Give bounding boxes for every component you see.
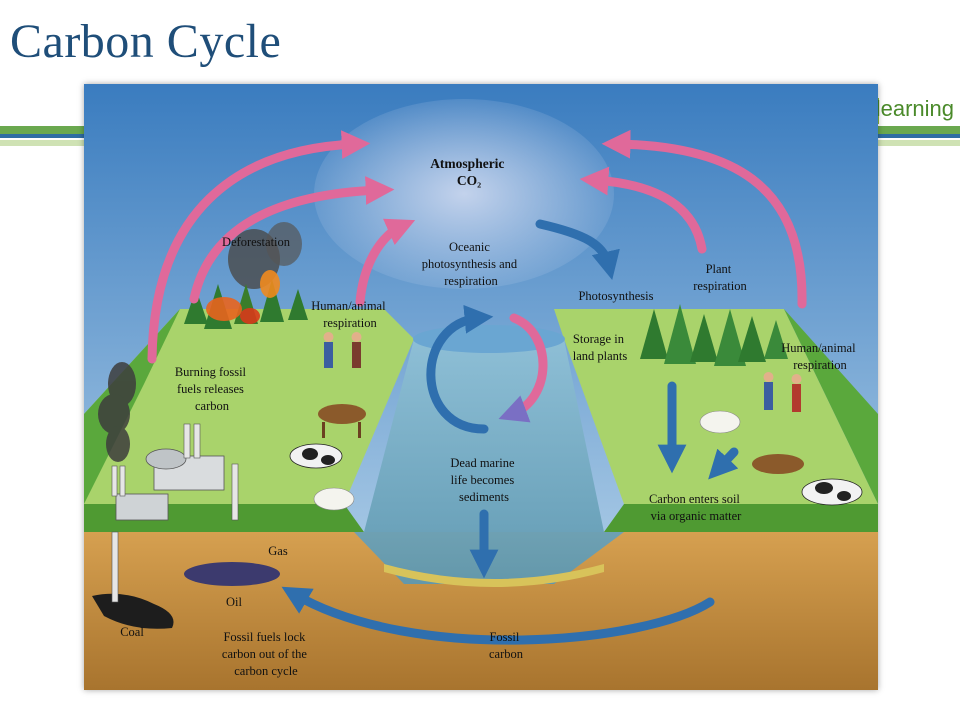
label-carbon-enters-soil: Carbon enters soil via organic matter <box>649 492 743 523</box>
arrow-fossil-carbon-return <box>281 586 715 645</box>
arrow-human-left-to-atmosphere <box>355 218 416 307</box>
humans-left <box>323 332 362 368</box>
label-fossil-carbon: Fossil carbon <box>489 630 524 661</box>
brand-logo-text: learning <box>875 96 954 121</box>
land-right-slope <box>784 309 878 504</box>
label-photosynthesis: Photosynthesis <box>578 289 653 303</box>
label-human-animal-left: Human/animal respiration <box>311 299 388 330</box>
land-right-top <box>554 309 878 504</box>
humans-right <box>763 372 802 412</box>
label-coal: Coal <box>120 625 144 639</box>
label-gas: Gas <box>268 544 288 558</box>
arrow-animals-to-soil <box>708 447 739 480</box>
ocean-cycle-right <box>498 313 548 423</box>
label-burning-fossil-fuels: Burning fossil fuels releases carbon <box>175 365 249 413</box>
gas-deposit <box>184 562 280 586</box>
ocean-sediment <box>384 564 604 587</box>
label-oil: Oil <box>226 595 243 609</box>
ocean <box>354 339 624 584</box>
factory <box>111 423 239 603</box>
slide-title: Carbon Cycle <box>10 15 282 68</box>
arrow-atmosphere-to-photosynthesis <box>535 219 620 281</box>
arrow-human-right-to-atmosphere <box>601 129 807 309</box>
label-plant-respiration: Plant respiration <box>693 262 747 293</box>
label-atmospheric-co2: Atmospheric CO₂ <box>430 156 508 188</box>
label-storage-land-plants: Storage in land plants <box>573 332 628 363</box>
label-fossil-fuels-lock: Fossil fuels lock carbon out of the carb… <box>222 630 310 678</box>
label-dead-marine-life: Dead marine life becomes sediments <box>450 456 517 504</box>
coal-deposit <box>92 593 174 629</box>
ocean-cycle-left <box>426 305 494 434</box>
label-deforestation: Deforestation <box>222 235 291 249</box>
animals-right <box>699 410 863 506</box>
smoke-plume <box>98 362 136 462</box>
arrow-burning-to-atmosphere <box>147 130 371 364</box>
arrow-deforestation-to-atmosphere <box>189 176 395 304</box>
land-plants-forest <box>640 304 788 366</box>
label-oceanic-photosynthesis: Oceanic photosynthesis and respiration <box>422 240 521 288</box>
carbon-cycle-diagram: Atmospheric CO₂ Deforestation Oceanic ph… <box>84 84 878 690</box>
label-human-animal-right: Human/animal respiration <box>781 341 858 372</box>
arrow-plant-to-atmosphere <box>579 166 707 254</box>
land-right-front <box>604 504 878 532</box>
burning-forest <box>184 222 308 329</box>
animals-left <box>289 404 366 511</box>
